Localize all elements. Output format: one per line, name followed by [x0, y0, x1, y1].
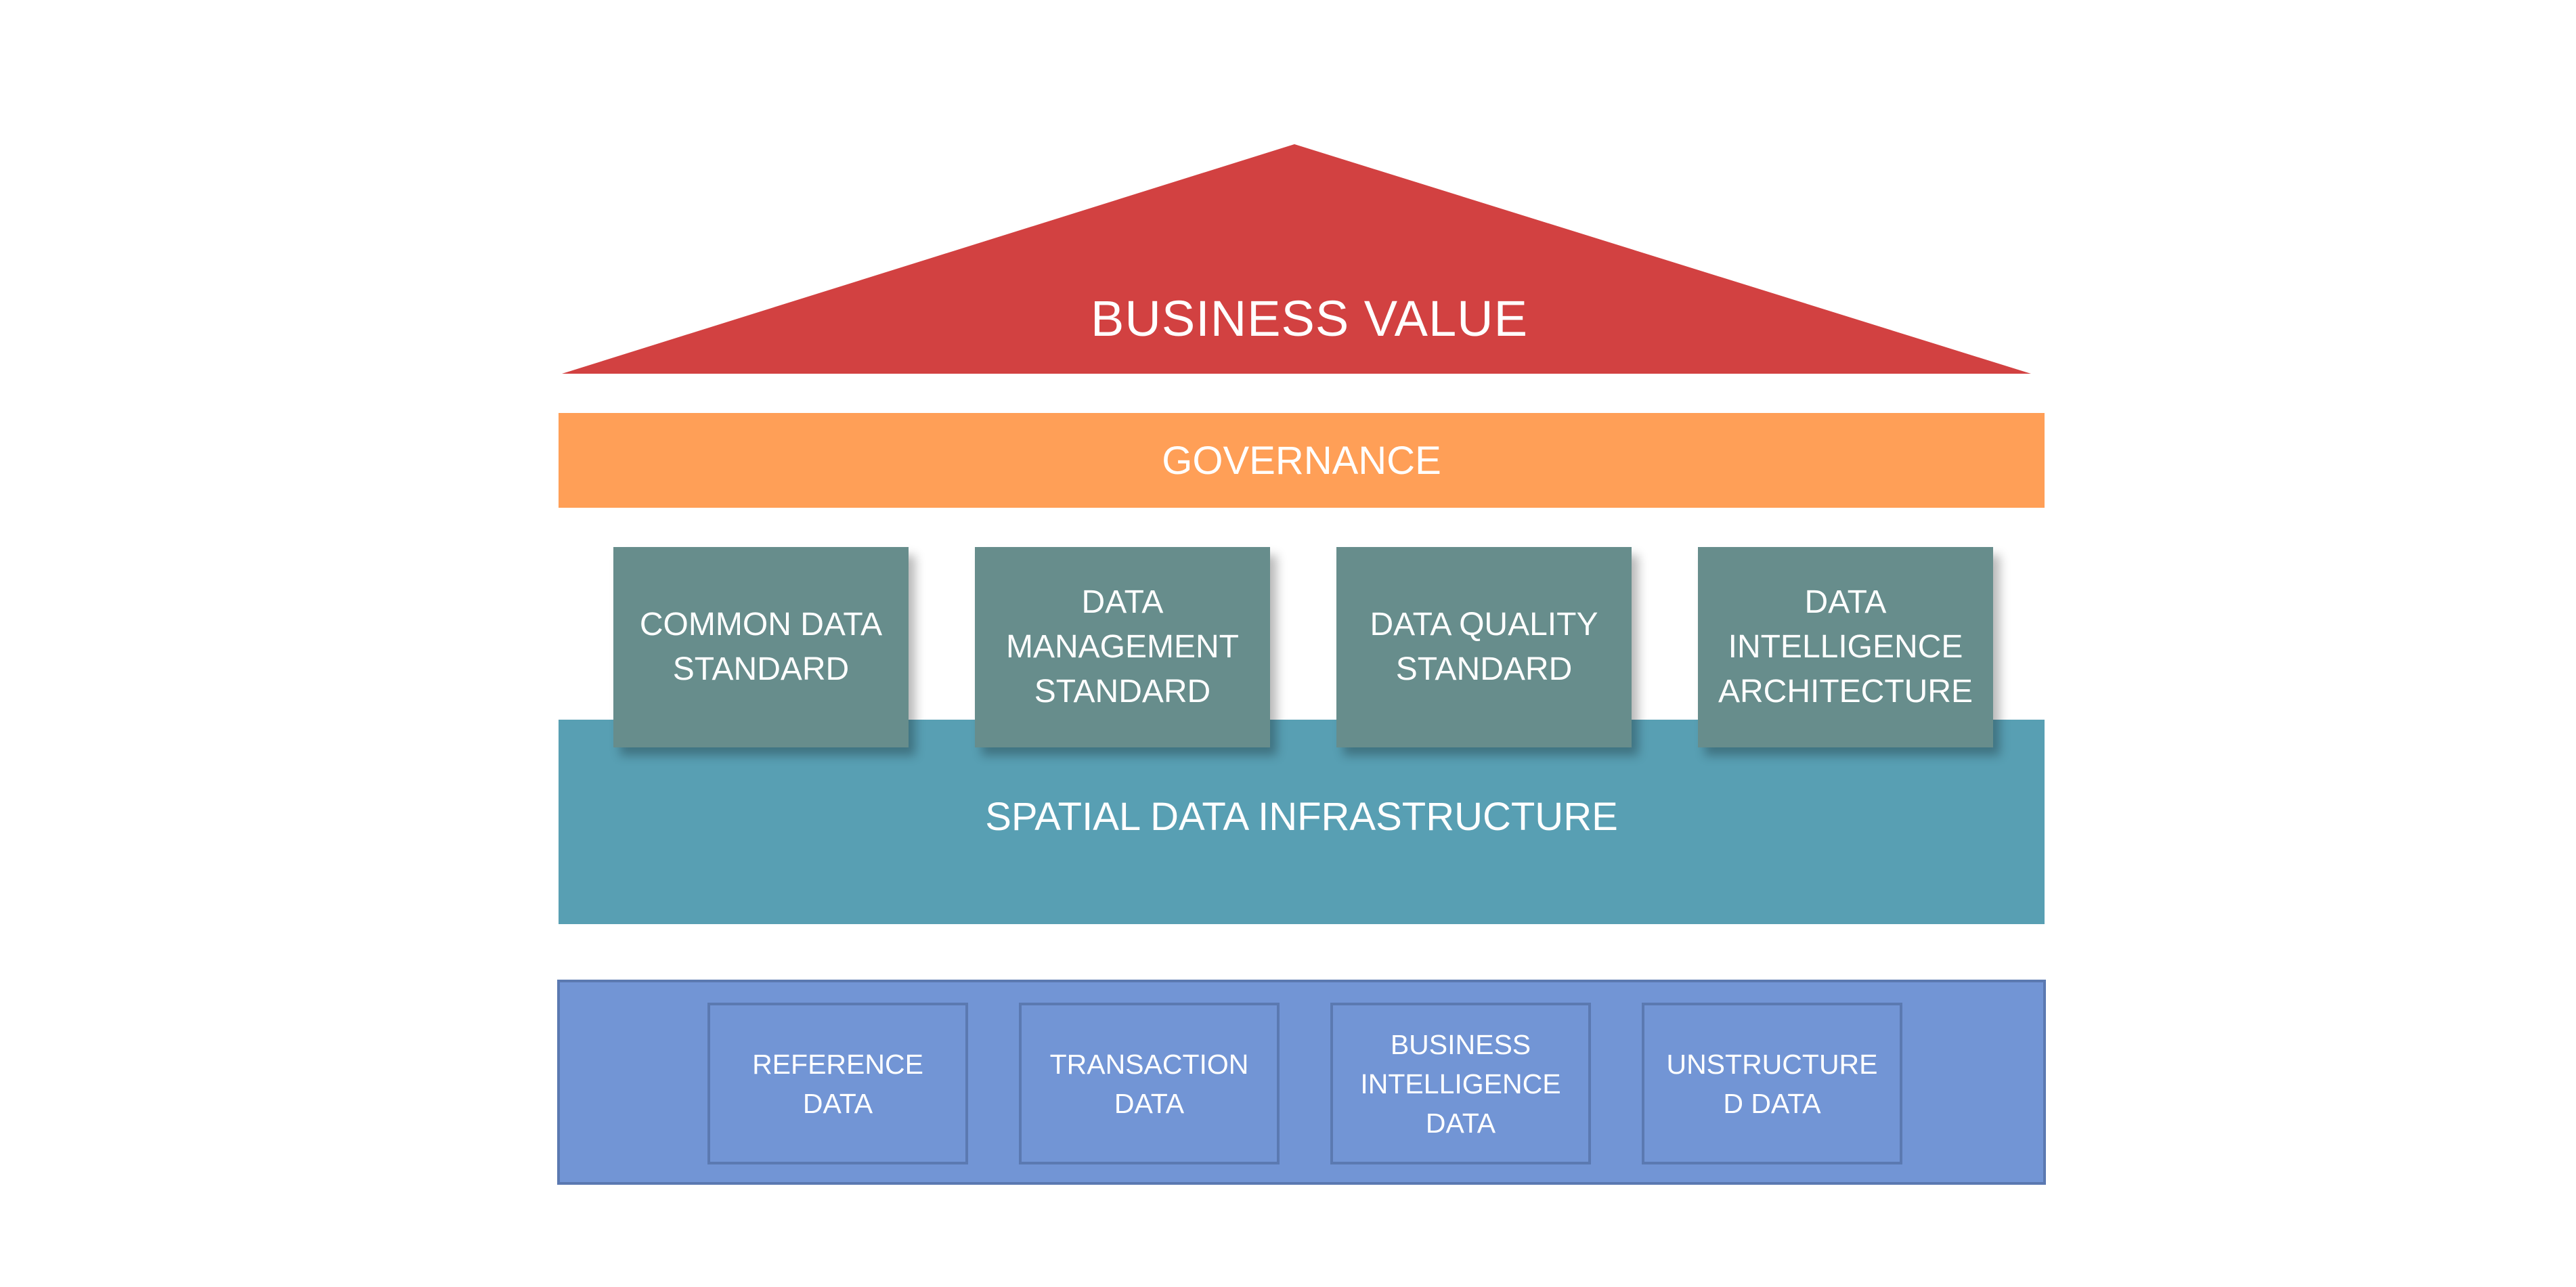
governance-label: GOVERNANCE [1162, 438, 1441, 483]
transaction-data-box: TRANSACTION DATA [1019, 1003, 1280, 1164]
unstructured-data-box: UNSTRUCTURE D DATA [1642, 1003, 1902, 1164]
infrastructure-label: SPATIAL DATA INFRASTRUCTURE [985, 795, 1618, 839]
reference-data-box: REFERENCE DATA [707, 1003, 968, 1164]
pillar-data-intelligence-architecture: DATA INTELLIGENCE ARCHITECTURE [1698, 547, 1993, 747]
business-intelligence-data-box: BUSINESS INTELLIGENCE DATA [1330, 1003, 1591, 1164]
governance-band: GOVERNANCE [559, 413, 2045, 508]
pillar-data-quality-standard: DATA QUALITY STANDARD [1336, 547, 1632, 747]
pillar-common-data-standard: COMMON DATA STANDARD [613, 547, 909, 747]
business-value-label: BUSINESS VALUE [1091, 290, 1528, 347]
pillar-data-management-standard: DATA MANAGEMENT STANDARD [975, 547, 1270, 747]
spatial-data-infrastructure-band: SPATIAL DATA INFRASTRUCTURE [559, 720, 2045, 924]
